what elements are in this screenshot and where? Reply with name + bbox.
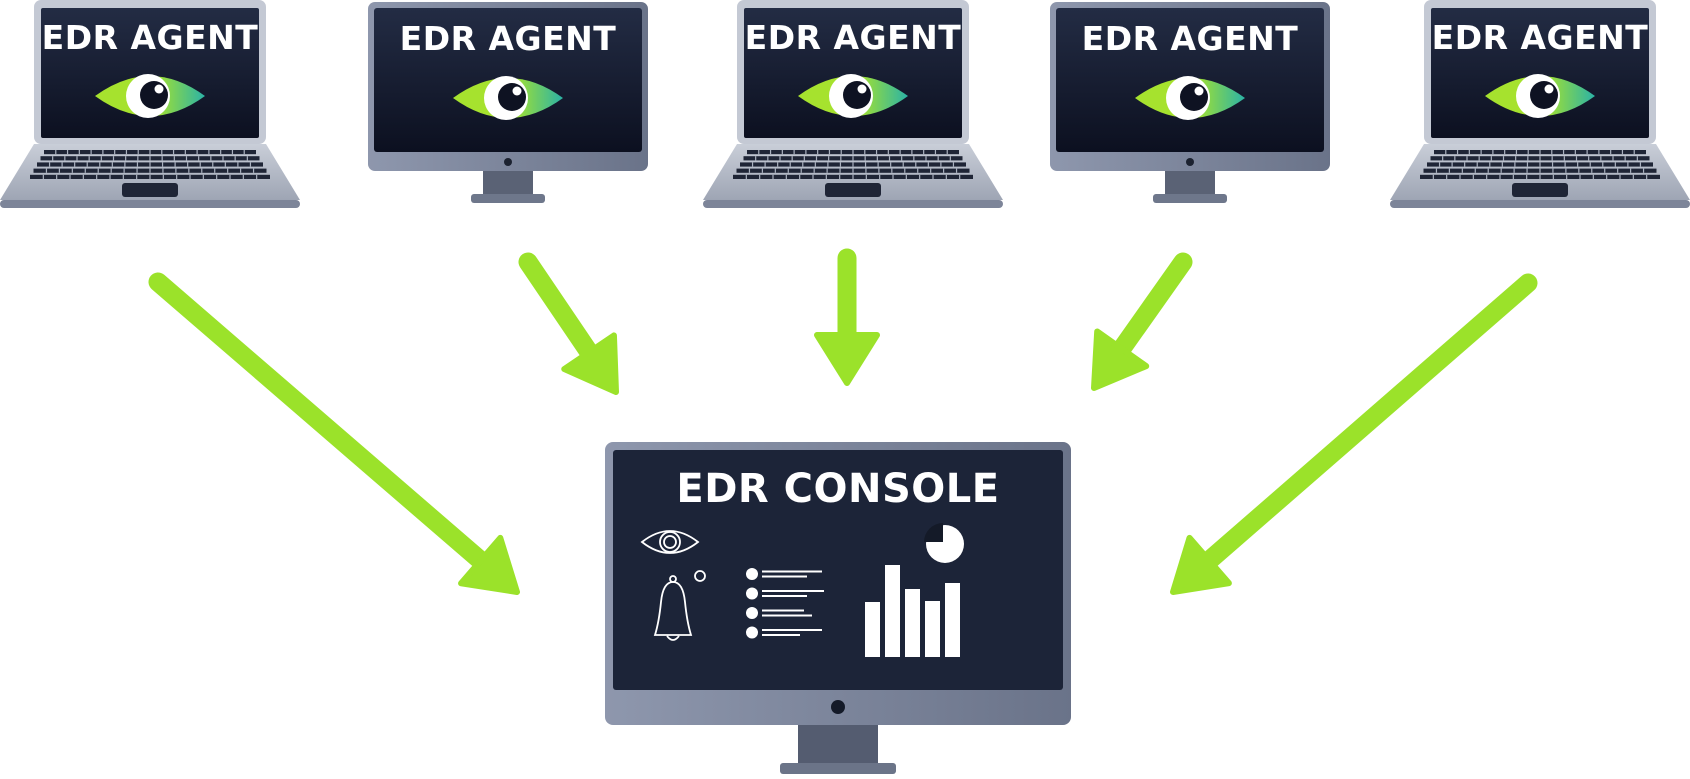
console-monitor: EDR CONSOLE [605, 442, 1071, 775]
trackpad [825, 183, 881, 197]
arrow [148, 272, 520, 595]
keyboard [733, 150, 973, 179]
eye-icon [798, 74, 908, 118]
laptop-edge [703, 200, 1003, 208]
list-icon [746, 568, 824, 639]
laptop-edge [1390, 200, 1690, 208]
monitor-foot [1153, 194, 1227, 203]
arrow [518, 252, 619, 395]
agent-label: EDR AGENT [41, 18, 259, 57]
eye-icon [95, 74, 205, 118]
console-label: EDR CONSOLE [676, 466, 1000, 512]
trackpad [1512, 183, 1568, 197]
agent-monitor-4: EDR AGENT [1050, 2, 1330, 205]
eye-outline-icon [640, 530, 700, 554]
bell-icon [653, 570, 706, 641]
arrow [1091, 252, 1193, 391]
agent-label: EDR AGENT [1081, 19, 1299, 58]
bar [885, 565, 900, 657]
monitor-stand [798, 725, 878, 765]
trackpad [122, 183, 178, 197]
screen [744, 8, 962, 138]
laptop-edge [0, 200, 300, 208]
camera-dot [504, 158, 512, 166]
bar [905, 589, 920, 657]
bar-chart-icon [865, 565, 960, 657]
agent-label: EDR AGENT [399, 19, 617, 58]
agent-laptop-3: EDR AGENT [703, 0, 1003, 215]
monitor-foot [780, 763, 896, 774]
eye-icon [1135, 76, 1245, 120]
eye-icon [453, 76, 563, 120]
keyboard [1420, 150, 1660, 179]
eye-icon [1485, 74, 1595, 118]
camera-dot [1186, 158, 1194, 166]
arrow [814, 248, 880, 386]
agent-laptop-5: EDR AGENT [1390, 0, 1690, 215]
monitor-stand [483, 171, 533, 195]
keyboard [30, 150, 270, 179]
arrow [1170, 273, 1538, 595]
camera-dot [831, 700, 845, 714]
monitor-foot [471, 194, 545, 203]
bar [925, 601, 940, 657]
agent-laptop-1: EDR AGENT [0, 0, 300, 215]
monitor-stand [1165, 171, 1215, 195]
bar [865, 602, 880, 657]
bar [945, 583, 960, 657]
pie-chart-icon [924, 523, 964, 563]
agent-label: EDR AGENT [1431, 18, 1649, 57]
agent-label: EDR AGENT [744, 18, 962, 57]
agent-monitor-2: EDR AGENT [368, 2, 648, 205]
screen [1431, 8, 1649, 138]
screen [41, 8, 259, 138]
